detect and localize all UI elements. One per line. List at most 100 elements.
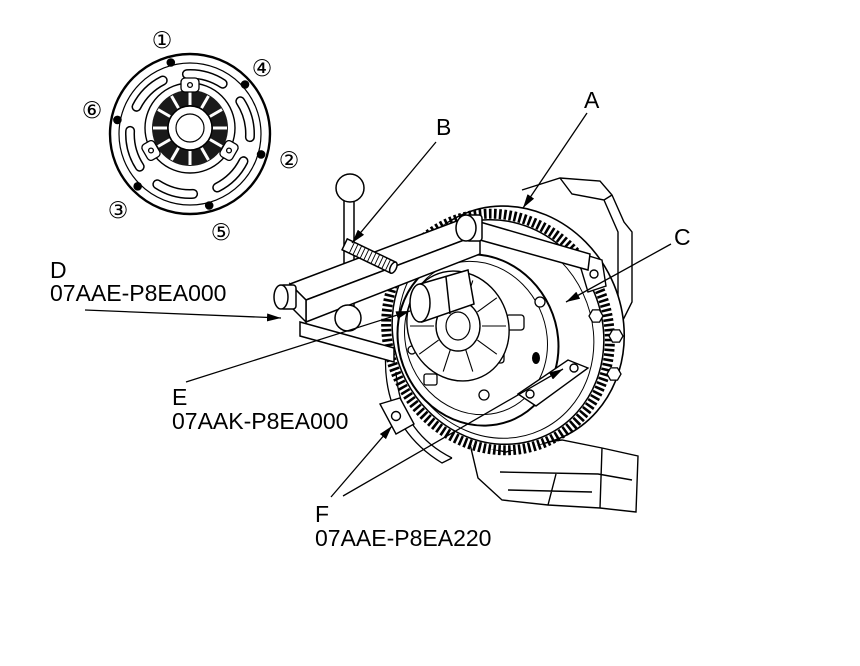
finger-gap bbox=[157, 138, 171, 148]
bellhousing-flange bbox=[559, 177, 619, 300]
inset-bolt-1 bbox=[166, 58, 176, 67]
finger-gap bbox=[209, 108, 223, 118]
leader-e bbox=[185, 310, 411, 383]
leader-f-left bbox=[330, 425, 393, 498]
finger-gap bbox=[157, 108, 171, 118]
finger-line bbox=[477, 297, 498, 313]
forcing-screw-tip bbox=[388, 261, 398, 274]
cover-rivet bbox=[478, 389, 490, 401]
callout-e-letter: E bbox=[172, 384, 187, 410]
thread-line bbox=[370, 252, 377, 264]
pilot-cylinder-collar bbox=[445, 276, 451, 315]
finger-line bbox=[477, 339, 498, 355]
leader-b bbox=[351, 141, 437, 244]
thread-line bbox=[356, 245, 363, 257]
thread-line bbox=[381, 257, 388, 269]
inset-slot-opening bbox=[213, 157, 247, 191]
bellhousing-upper-edge bbox=[521, 177, 633, 323]
handle-top-knob bbox=[335, 173, 365, 203]
inset-slot-opening bbox=[133, 77, 167, 111]
hex-bolt bbox=[608, 329, 624, 343]
inset-hub-bore bbox=[175, 113, 205, 143]
leader-lines bbox=[84, 112, 672, 498]
finger-line bbox=[418, 339, 439, 355]
inset-hub bbox=[167, 105, 213, 151]
left-knob-end bbox=[273, 284, 289, 310]
finger-gap bbox=[170, 147, 180, 161]
lower-frame-bar bbox=[299, 321, 395, 363]
inset-lug-hole bbox=[147, 147, 155, 154]
inset-bolt-2 bbox=[256, 150, 266, 159]
callout-d-letter: D bbox=[50, 257, 67, 283]
sequence-marker-4: ④ bbox=[252, 56, 273, 82]
thread-line bbox=[377, 256, 384, 268]
inset-slots-fill bbox=[126, 70, 254, 198]
inset-slot-opening bbox=[183, 70, 227, 88]
inset-bolt-5 bbox=[204, 201, 214, 210]
thread-line bbox=[348, 242, 355, 254]
cover-window bbox=[423, 373, 438, 386]
finger-line bbox=[464, 348, 474, 372]
clutch-cover-inset bbox=[108, 52, 272, 216]
leader-a bbox=[522, 112, 588, 209]
holder-bracket-bolt bbox=[525, 389, 535, 399]
thread-line bbox=[363, 249, 370, 261]
clutch-remover-tool bbox=[273, 173, 591, 363]
diaphragm-hub-bore bbox=[445, 311, 471, 341]
sequence-marker-5: ⑤ bbox=[211, 220, 232, 246]
thread-line bbox=[366, 250, 373, 263]
finger-line bbox=[442, 348, 452, 372]
holder-bracket-bolt bbox=[589, 269, 599, 279]
callout-b-letter: B bbox=[436, 114, 451, 140]
inset-slot-opening bbox=[236, 97, 254, 141]
thread-line bbox=[352, 243, 359, 256]
forcing-screw bbox=[341, 237, 398, 275]
bolt-sequence-markers: ① ④ ② ⑤ ③ ⑥ bbox=[82, 28, 300, 246]
holder-bracket-bolt bbox=[569, 363, 579, 373]
inset-lug-hole bbox=[186, 81, 194, 89]
inset-bolt-6 bbox=[113, 115, 122, 125]
callout-labels: A B C D 07AAE-P8EA000 E 07AAK-P8EA000 F … bbox=[50, 87, 691, 551]
hex-bolt bbox=[606, 367, 622, 381]
finger-gap bbox=[170, 95, 180, 109]
pilot-cylinder-end bbox=[409, 283, 431, 323]
callout-e-part-number: 07AAK-P8EA000 bbox=[172, 408, 348, 434]
hex-bolt bbox=[588, 309, 604, 323]
leader-d bbox=[84, 309, 282, 322]
thread-line bbox=[384, 259, 391, 271]
inset-slot-opening bbox=[153, 180, 197, 198]
sequence-marker-2: ② bbox=[279, 148, 300, 174]
finger-gap bbox=[200, 95, 210, 109]
inset-bolt-3 bbox=[133, 182, 142, 191]
callout-f-letter: F bbox=[315, 501, 329, 527]
inset-bolts bbox=[113, 58, 266, 210]
inset-lug-hole bbox=[225, 147, 233, 154]
transmission-case-ribs bbox=[499, 447, 633, 509]
finger-gap bbox=[209, 138, 223, 148]
inset-bolt-4 bbox=[240, 80, 250, 89]
sequence-marker-1: ① bbox=[152, 28, 173, 54]
leader-f-right bbox=[342, 368, 564, 497]
callout-a-letter: A bbox=[584, 87, 600, 113]
leader-c bbox=[565, 243, 672, 303]
callout-f-part-number: 07AAE-P8EA220 bbox=[315, 525, 491, 551]
callout-c-letter: C bbox=[674, 224, 691, 250]
inset-diaphragm-fingers bbox=[153, 91, 227, 165]
forcing-screw-threads bbox=[348, 242, 391, 271]
callout-d-part-number: 07AAE-P8EA000 bbox=[50, 280, 226, 306]
sequence-marker-6: ⑥ bbox=[82, 98, 103, 124]
inset-inner-rim bbox=[118, 62, 262, 206]
holder-bracket-bolt bbox=[390, 410, 402, 422]
sequence-marker-3: ③ bbox=[108, 198, 129, 224]
right-knob-end bbox=[455, 214, 477, 242]
housing-bolts bbox=[588, 309, 624, 381]
cover-rivet bbox=[534, 296, 546, 308]
inset-slot-opening bbox=[126, 127, 144, 171]
inset-lugs bbox=[141, 77, 239, 161]
finger-gap bbox=[200, 147, 210, 161]
cover-bolt-head bbox=[532, 352, 540, 364]
thread-line bbox=[374, 254, 381, 266]
thread-line bbox=[359, 247, 366, 259]
